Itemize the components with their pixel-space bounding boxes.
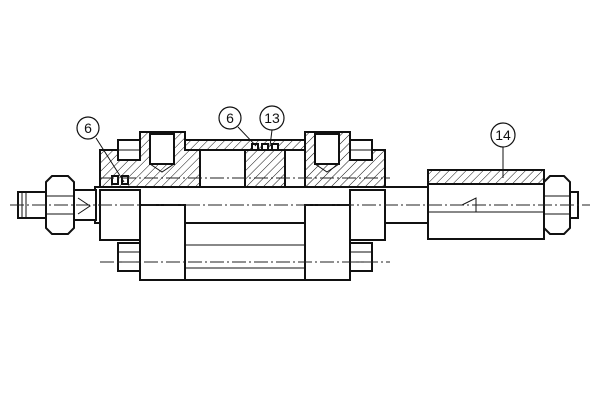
left-tie-rod-nut-top [117,139,141,161]
center-lines [10,177,590,263]
callout-label: 6 [84,120,92,136]
piston-seal [251,143,279,151]
right-guide-sleeve [427,169,545,240]
callout-label: 14 [495,127,511,143]
callout-6-top: 6 [218,106,257,147]
callout-6-left: 6 [76,116,125,183]
left-tie-rod-nut-bottom [117,242,141,272]
callout-label: 6 [226,110,234,126]
callout-label: 13 [264,110,280,126]
cylinder-barrel [184,139,306,281]
right-tie-rod-nut-bottom [349,242,373,272]
callout-13: 13 [259,105,285,147]
left-end-cap [99,131,201,281]
callout-14: 14 [490,122,516,178]
right-tie-rod-nut-top [349,139,373,161]
